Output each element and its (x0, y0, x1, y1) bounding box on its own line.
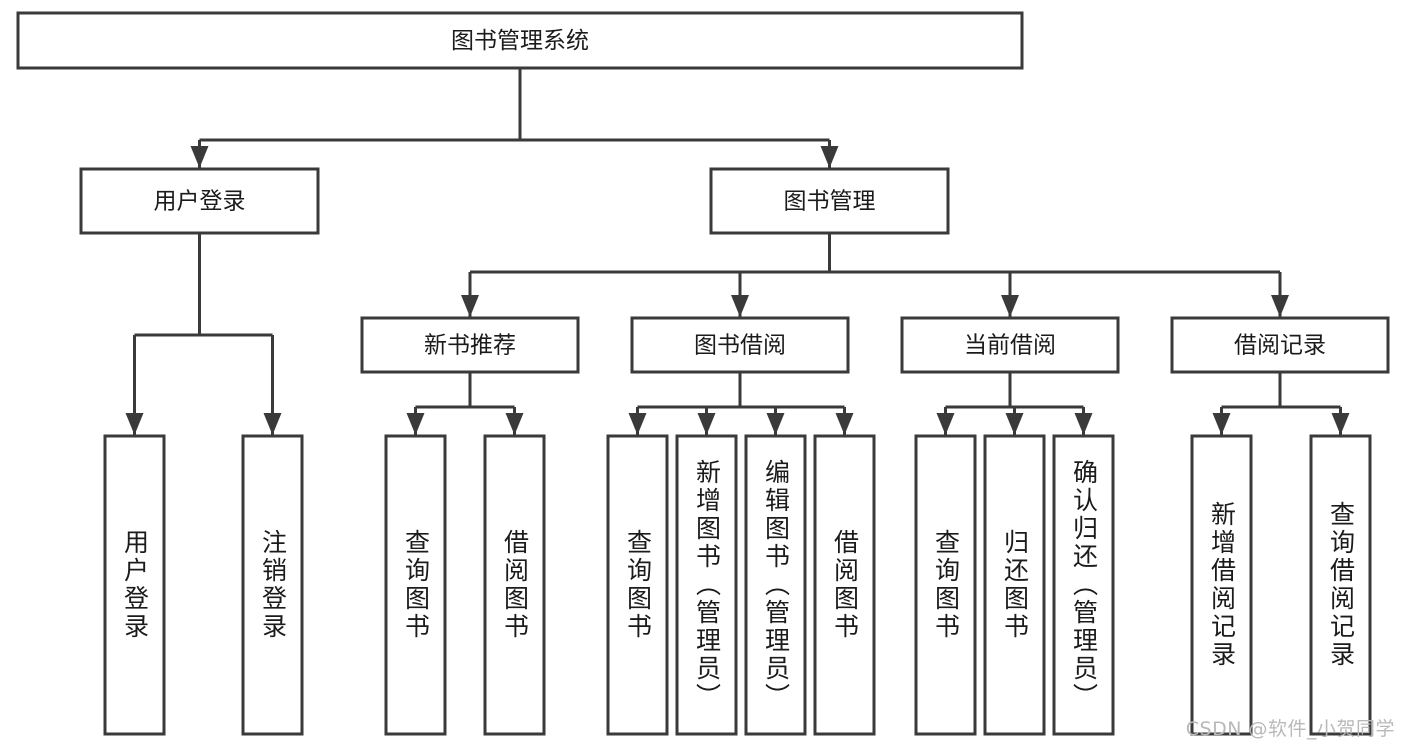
l3-2-arrow-1 (1005, 413, 1024, 435)
node-l3-0[interactable] (360, 316, 580, 374)
node-l2-1-label: 图书管理 (784, 189, 876, 215)
l2-1-arrow-3 (1271, 295, 1289, 317)
leaf-l3-0-0[interactable] (384, 434, 447, 736)
node-root-system[interactable] (16, 11, 1024, 70)
l2-0-arrow-1 (263, 413, 282, 435)
node-l3-3-label: 借阅记录 (1234, 333, 1326, 359)
leaf-l2-0-0[interactable] (103, 434, 166, 736)
leaf-l3-2-1[interactable] (983, 434, 1046, 736)
root-arrow-1 (820, 146, 839, 168)
l3-1-arrow-1 (697, 413, 716, 435)
l3-2-arrow-0 (936, 413, 955, 435)
leaf-l3-1-1[interactable] (675, 434, 738, 736)
l2-1-arrow-0 (461, 295, 479, 317)
node-l3-2[interactable] (900, 316, 1120, 374)
l3-1-arrow-0 (628, 413, 647, 435)
node-l3-1[interactable] (630, 316, 850, 374)
l3-3-arrow-0 (1212, 413, 1231, 435)
nodes-layer (16, 11, 1390, 736)
node-l2-0-label: 用户登录 (154, 189, 246, 215)
node-l3-3[interactable] (1170, 316, 1390, 374)
connectors-layer (125, 68, 1350, 435)
l2-1-arrow-2 (1001, 295, 1019, 317)
watermark: CSDN @软件_小贺同学 (1185, 718, 1395, 740)
root-arrow-0 (190, 146, 209, 168)
l3-0-arrow-0 (406, 413, 425, 435)
node-root-system-label: 图书管理系统 (451, 28, 589, 54)
leaf-l3-2-0[interactable] (914, 434, 977, 736)
node-l3-1-label: 图书借阅 (694, 333, 786, 359)
l3-1-arrow-3 (835, 413, 854, 435)
leaf-l3-3-0[interactable] (1190, 434, 1253, 736)
leaf-l3-1-3[interactable] (813, 434, 876, 736)
leaf-l3-0-1[interactable] (483, 434, 546, 736)
l3-3-arrow-1 (1331, 413, 1350, 435)
node-l3-2-label: 当前借阅 (964, 333, 1056, 359)
l2-0-arrow-0 (125, 413, 144, 435)
leaf-l2-0-1[interactable] (241, 434, 304, 736)
l3-2-arrow-2 (1074, 413, 1093, 435)
leaf-l3-1-2[interactable] (744, 434, 807, 736)
node-l3-0-label: 新书推荐 (424, 333, 516, 359)
l3-1-arrow-2 (766, 413, 785, 435)
l2-1-arrow-1 (731, 295, 749, 317)
l3-0-arrow-1 (505, 413, 524, 435)
node-l2-0[interactable] (79, 167, 320, 235)
leaf-l3-1-0[interactable] (606, 434, 669, 736)
leaf-l3-2-2[interactable] (1052, 434, 1115, 736)
node-l2-1[interactable] (709, 167, 950, 235)
leaf-l3-3-1[interactable] (1309, 434, 1372, 736)
